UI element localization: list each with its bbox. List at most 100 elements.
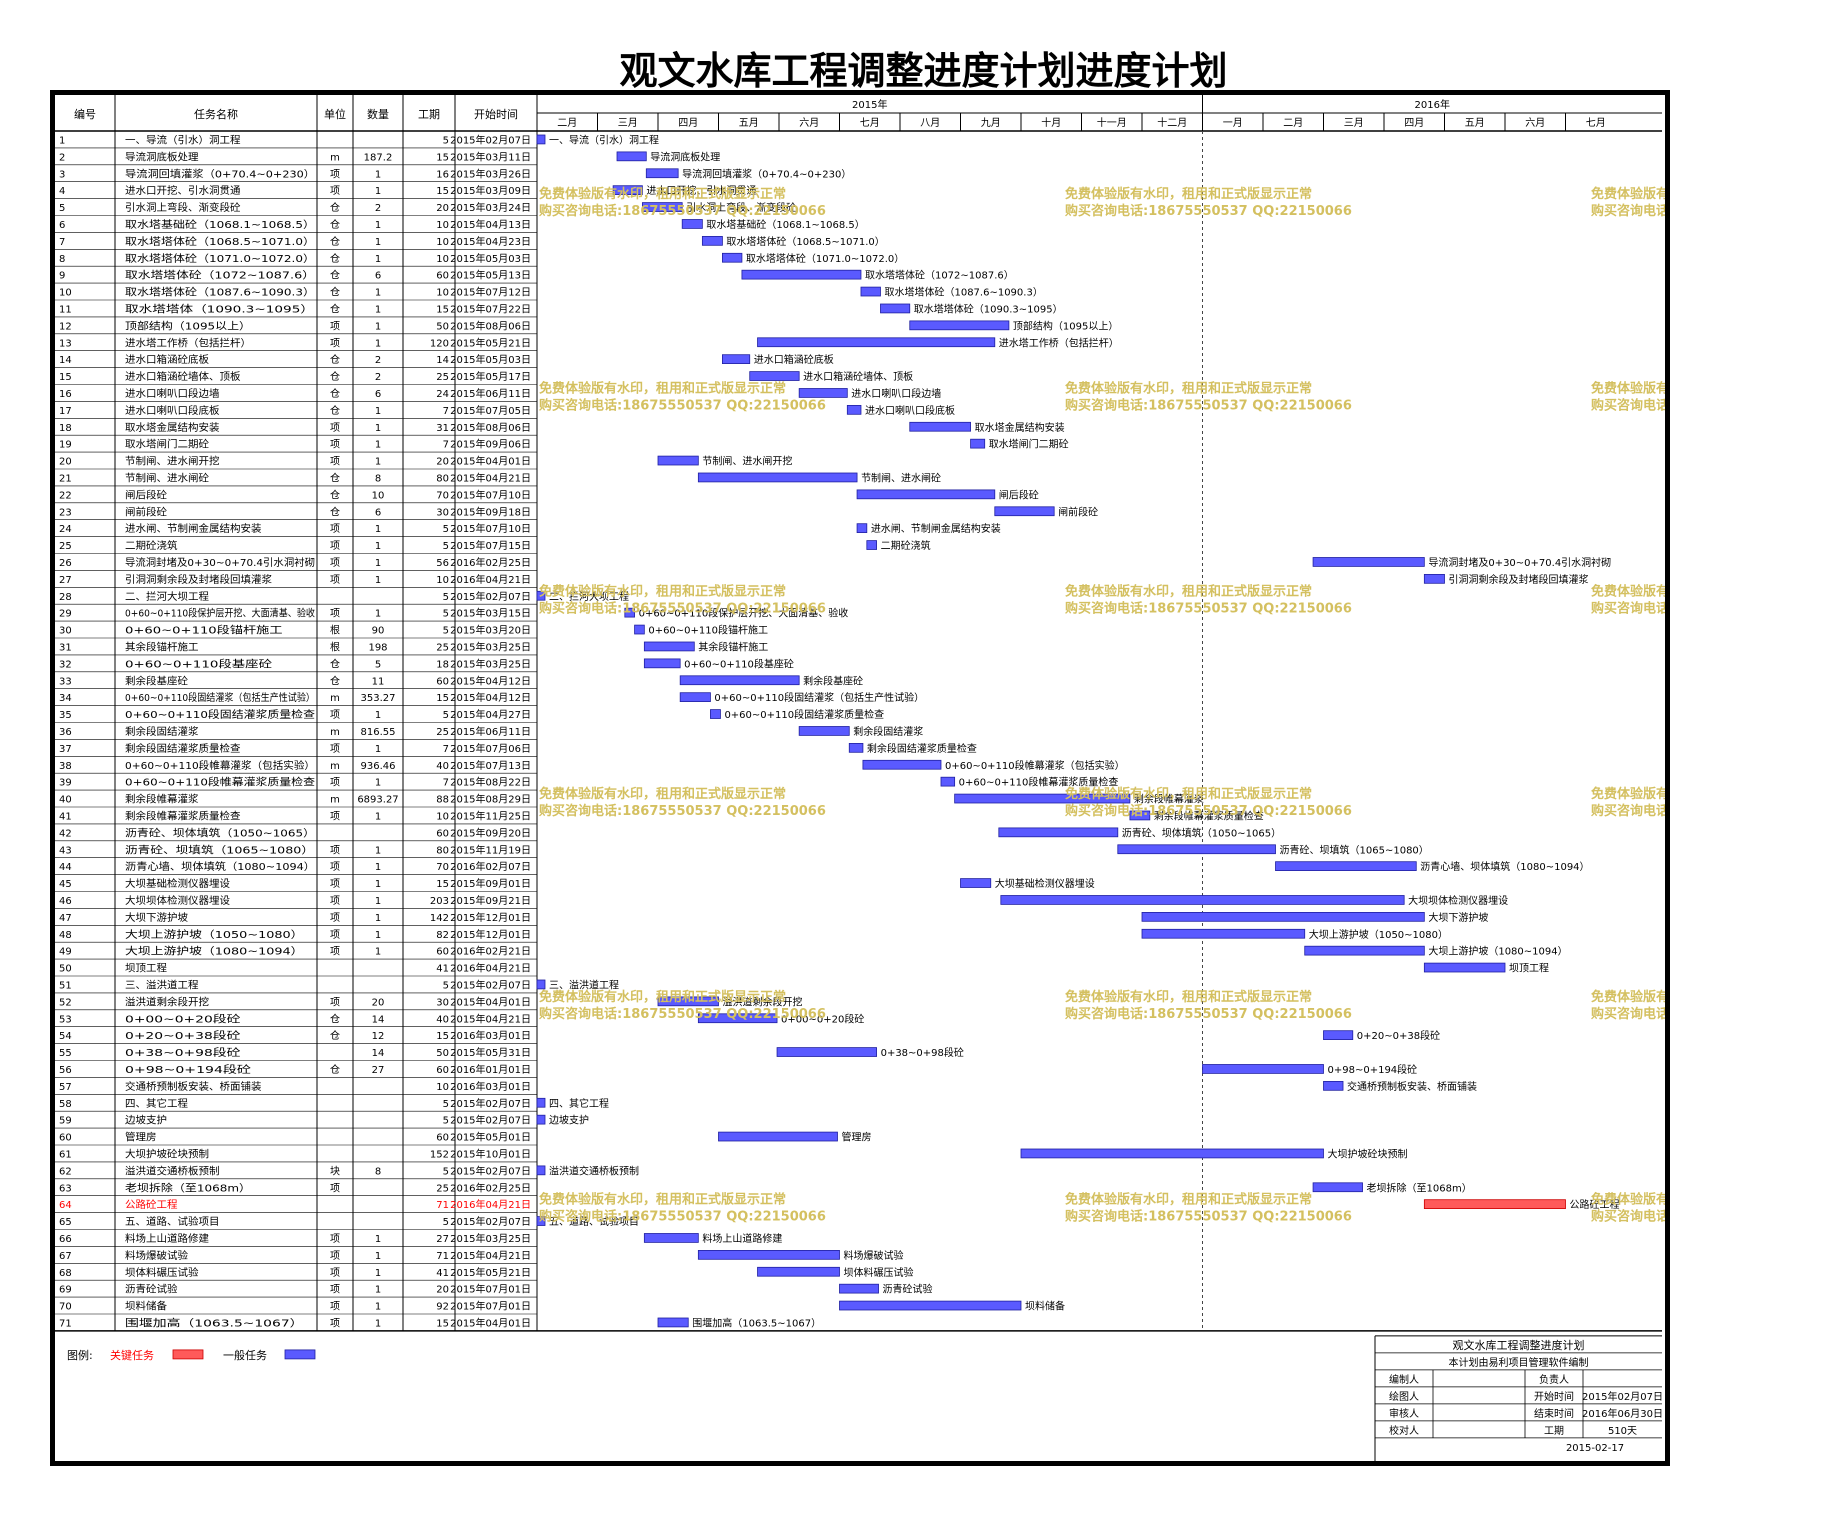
row-start: 2015年05月03日	[450, 353, 531, 366]
row-duration: 10	[436, 1082, 449, 1093]
row-qty: 1	[375, 879, 381, 890]
watermark-text: 免费体验版有水印，租用和正式版显示正常	[1591, 989, 1665, 1005]
row-unit: m	[330, 795, 340, 806]
watermark-text: 购买咨询电话:18675550537 QQ:22150066	[1591, 1209, 1665, 1225]
row-qty: 1	[375, 304, 381, 315]
row-id: 25	[59, 541, 72, 552]
row-start: 2016年04月21日	[450, 573, 531, 586]
row-unit: 根	[330, 640, 340, 653]
row-qty: 1	[375, 1285, 381, 1296]
row-qty: 1	[375, 575, 381, 586]
bar-label: 引水洞上弯段、渐变段砼	[686, 201, 796, 214]
gantt-bar	[536, 979, 546, 990]
row-duration: 5	[443, 1166, 449, 1177]
row-unit: 项	[330, 523, 340, 535]
row-unit: 仓	[330, 387, 340, 400]
gantt-bar	[536, 1114, 546, 1125]
bar-label: 取水塔塔体砼（1071.0~1072.0）	[746, 252, 904, 265]
row-duration: 70	[436, 490, 449, 501]
row-unit: 项	[330, 1301, 340, 1313]
row-qty: 1	[375, 558, 381, 569]
row-start: 2015年05月13日	[450, 269, 531, 282]
gantt-bar	[1323, 1081, 1344, 1091]
year-label: 2015年	[852, 98, 887, 111]
row-unit: 仓	[330, 471, 340, 484]
bar-label: 大坝下游护坡	[1428, 911, 1488, 924]
row-id: 56	[59, 1065, 72, 1076]
month-label: 九月	[981, 117, 1001, 129]
row-unit: 项	[330, 1233, 340, 1245]
row-task-name: 大坝上游护坡（1050~1080）	[125, 928, 304, 941]
row-unit: 项	[330, 439, 340, 451]
watermark-text: 购买咨询电话:18675550537 QQ:22150066	[539, 1006, 826, 1022]
row-unit: 仓	[330, 302, 340, 315]
row-task-name: 大坝下游护坡	[125, 911, 188, 924]
gantt-bar	[856, 523, 868, 534]
legend-critical-label: 关键任务	[110, 1348, 154, 1362]
month-label: 三月	[618, 117, 638, 129]
bar-label: 边坡支护	[549, 1114, 589, 1127]
row-task-name: 0+60~0+110段基座砼	[125, 657, 272, 670]
row-duration: 142	[430, 913, 449, 924]
row-duration: 5	[443, 135, 449, 146]
gantt-bar	[741, 269, 862, 280]
row-start: 2015年11月25日	[450, 809, 531, 822]
row-duration: 60	[436, 1065, 449, 1076]
column-header: 工期	[418, 108, 440, 121]
row-unit: 项	[330, 1267, 340, 1279]
row-start: 2015年02月07日	[450, 590, 531, 603]
gantt-bar	[757, 337, 996, 348]
bar-label: 四、其它工程	[549, 1097, 609, 1110]
gantt-bar	[536, 1216, 546, 1226]
row-duration: 40	[436, 761, 449, 772]
row-unit: m	[330, 152, 340, 163]
row-unit: m	[330, 761, 340, 772]
row-task-name: 公路砼工程	[125, 1198, 178, 1211]
footer-cell: 编制人	[1389, 1373, 1419, 1386]
gantt-bar	[657, 1317, 689, 1328]
row-task-name: 进水塔工作桥（包括拦杆）	[125, 336, 251, 349]
row-start: 2015年08月29日	[450, 793, 531, 806]
bar-label: 大坝坝体检测仪器埋设	[1408, 894, 1508, 907]
row-unit: 项	[330, 709, 340, 721]
row-start: 2016年02月25日	[450, 1181, 531, 1194]
gantt-bar	[710, 709, 721, 719]
watermark-text: 免费体验版有水印，租用和正式版显示正常	[1065, 1192, 1312, 1208]
bar-label: 进水口喇叭口段边墙	[851, 387, 941, 400]
row-qty: 1	[375, 811, 381, 822]
row-duration: 10	[436, 288, 449, 299]
row-duration: 20	[436, 203, 449, 214]
row-start: 2015年04月21日	[450, 1012, 531, 1025]
row-task-name: 坝料储备	[125, 1300, 167, 1313]
row-qty: 1	[375, 862, 381, 873]
row-duration: 5	[443, 626, 449, 637]
row-duration: 5	[443, 609, 449, 620]
row-start: 2015年05月31日	[450, 1046, 531, 1059]
gantt-bar	[643, 641, 695, 652]
gantt-bar	[839, 1283, 879, 1294]
watermark-text: 免费体验版有水印，租用和正式版显示正常	[1065, 583, 1312, 599]
row-duration: 88	[436, 795, 449, 806]
watermark-text: 购买咨询电话:18675550537 QQ:22150066	[1065, 1209, 1352, 1225]
row-id: 18	[59, 423, 72, 434]
row-start: 2015年03月24日	[450, 201, 531, 214]
gantt-bar	[718, 1131, 838, 1142]
bar-label: 取水塔塔体砼（1087.6~1090.3）	[884, 286, 1042, 299]
footer-cell: 开始时间	[1534, 1390, 1574, 1403]
row-qty: 1	[375, 1251, 381, 1262]
row-id: 69	[59, 1285, 72, 1296]
row-start: 2015年11月19日	[450, 843, 531, 856]
bar-label: 坝料储备	[1025, 1300, 1065, 1313]
row-start: 2015年04月12日	[450, 674, 531, 687]
month-label: 四月	[678, 117, 698, 129]
footer-cell: 绘图人	[1389, 1390, 1419, 1403]
row-id: 29	[59, 609, 72, 620]
row-start: 2015年04月01日	[450, 455, 531, 468]
row-unit: 项	[330, 608, 340, 620]
row-id: 6	[59, 220, 65, 231]
gantt-bar	[701, 235, 723, 246]
row-qty: 1	[375, 406, 381, 417]
row-id: 4	[59, 186, 65, 197]
footer-date: 2015-02-17	[1566, 1443, 1624, 1454]
row-id: 3	[59, 169, 65, 180]
